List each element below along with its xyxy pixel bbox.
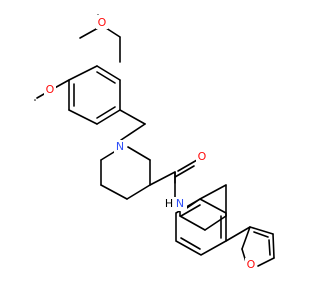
bond (179, 215, 206, 231)
bond (204, 215, 227, 231)
atom-label-oxygen: O (198, 150, 207, 163)
benzene-ring (68, 65, 121, 125)
methoxymethyl-group (79, 14, 121, 63)
atom-label-oxygen: O (247, 258, 256, 271)
atom-label-oxygen: O (98, 16, 107, 29)
bond (180, 204, 201, 217)
bond (175, 198, 227, 256)
bond (96, 106, 116, 119)
bond (127, 146, 151, 161)
carboxamide-group (149, 159, 198, 199)
bond (272, 233, 275, 259)
bond (253, 231, 269, 238)
bond (68, 65, 98, 81)
bond (180, 237, 201, 250)
bond (249, 226, 274, 235)
bond (120, 123, 146, 141)
molecule-diagram: O O N O H N O (34, 14, 275, 272)
atom-label-nitrogen: N (176, 197, 184, 210)
bond (100, 184, 128, 200)
atom-label-hydrogen: H (165, 197, 173, 210)
bond (199, 184, 227, 200)
bond (268, 239, 271, 256)
piperidine-ring (100, 146, 151, 200)
bond (149, 171, 176, 186)
bond (119, 109, 146, 125)
bond (241, 226, 251, 250)
atom-labels: O O N O H N O (44, 15, 257, 272)
bond (96, 71, 116, 84)
bond (100, 151, 115, 161)
atom-label-oxygen: O (46, 83, 55, 96)
bond (79, 27, 99, 39)
bond (126, 184, 151, 200)
bond (105, 27, 121, 38)
phenyl-ring (175, 184, 227, 256)
atom-label-nitrogen: N (116, 140, 124, 153)
bond (174, 165, 195, 178)
bond (68, 109, 98, 125)
bond (257, 257, 275, 267)
bond (225, 226, 251, 242)
bond (96, 65, 121, 81)
bond (96, 109, 121, 125)
bond (177, 159, 198, 172)
benzyl-linker (119, 109, 146, 141)
